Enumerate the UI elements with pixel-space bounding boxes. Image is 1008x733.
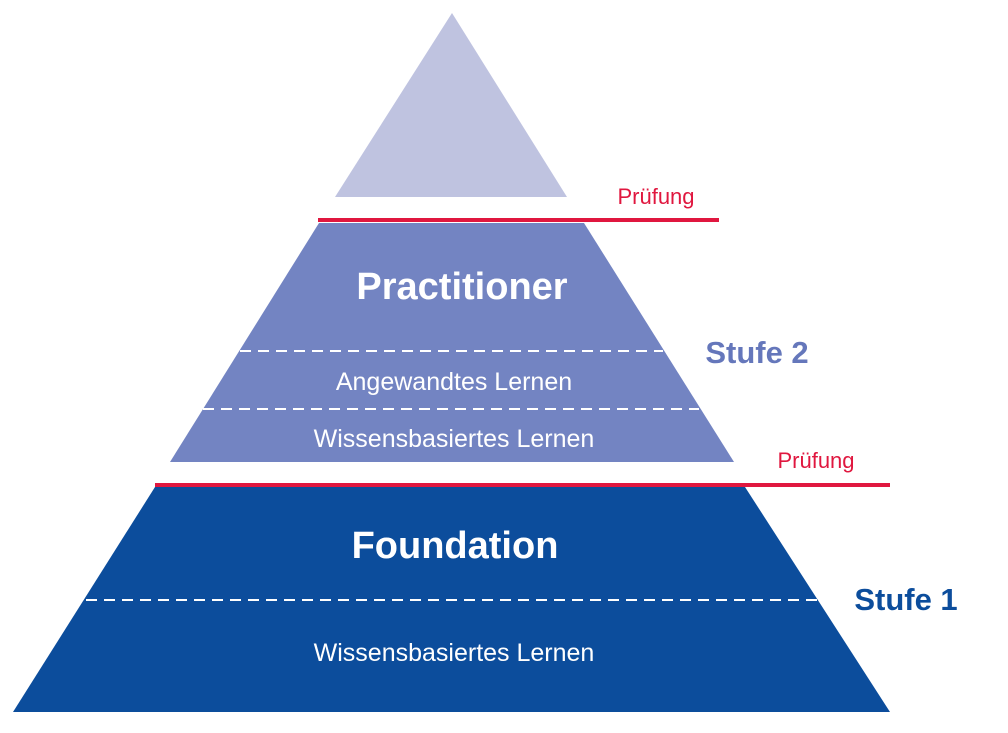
lower-exam-label: Prüfung — [777, 448, 854, 473]
stufe-1-label: Stufe 1 — [854, 582, 957, 617]
practitioner-sub-upper: Angewandtes Lernen — [336, 368, 572, 396]
practitioner-sub-lower: Wissensbasiertes Lernen — [314, 425, 595, 453]
stufe-2-label: Stufe 2 — [705, 335, 808, 370]
top-tier — [335, 13, 567, 197]
practitioner-title: Practitioner — [356, 266, 567, 308]
foundation-title: Foundation — [352, 525, 559, 567]
practitioner-tier — [170, 223, 734, 462]
upper-exam-label: Prüfung — [617, 184, 694, 209]
foundation-sub: Wissensbasiertes Lernen — [314, 639, 595, 667]
